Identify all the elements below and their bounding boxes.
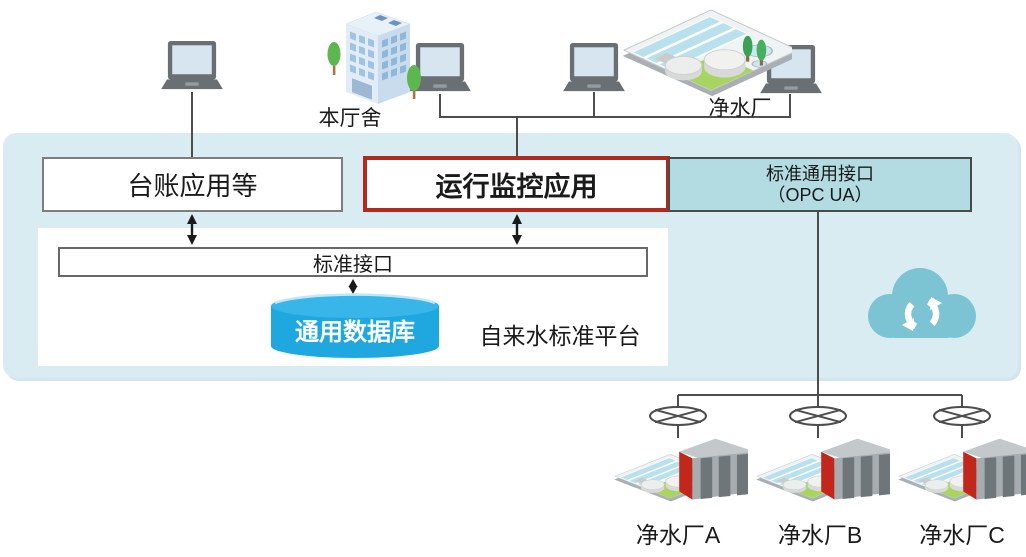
database-label: 通用数据库 (295, 319, 415, 346)
network-node-icon (649, 406, 707, 426)
arrow-interface-database (348, 279, 358, 294)
ledger-app-box: 台账应用等 (42, 157, 343, 212)
standard-interface-label: 标准接口 (313, 253, 393, 276)
monitoring-app-box: 运行监控应用 (363, 156, 670, 212)
monitoring-app-label: 运行监控应用 (435, 171, 598, 202)
plant-c-label: 净水厂C (919, 522, 1005, 548)
opc-interface-box: 标准通用接口 （OPC UA） (668, 157, 972, 212)
ledger-app-label: 台账应用等 (127, 171, 258, 201)
arrow-monitor-interface (512, 214, 522, 245)
plant-c-icon (892, 428, 1026, 516)
bidirectional-arrows (187, 214, 522, 294)
database-cylinder-icon: 通用数据库 (271, 293, 439, 358)
network-node-icon (789, 406, 847, 426)
laptop-icon (158, 40, 226, 94)
cloud-sync-icon (856, 260, 984, 344)
hall-label: 本厅舍 (318, 107, 382, 130)
plant-a-icon (608, 428, 748, 516)
plant-a-label: 净水厂A (635, 522, 721, 548)
standard-interface-bar: 标准接口 (58, 247, 648, 277)
plant-b-icon (750, 428, 890, 516)
water-plant-label: 净水厂 (708, 97, 772, 120)
arrow-ledger-interface (187, 214, 197, 245)
opc-interface-label-line1: 标准通用接口 (766, 163, 874, 184)
network-node-icon (933, 406, 991, 426)
connector-lines (191, 92, 963, 438)
plant-b-label: 净水厂B (777, 522, 863, 548)
opc-interface-label-line2: （OPC UA） (767, 184, 873, 205)
platform-name-label: 自来水标准平台 (479, 323, 641, 349)
